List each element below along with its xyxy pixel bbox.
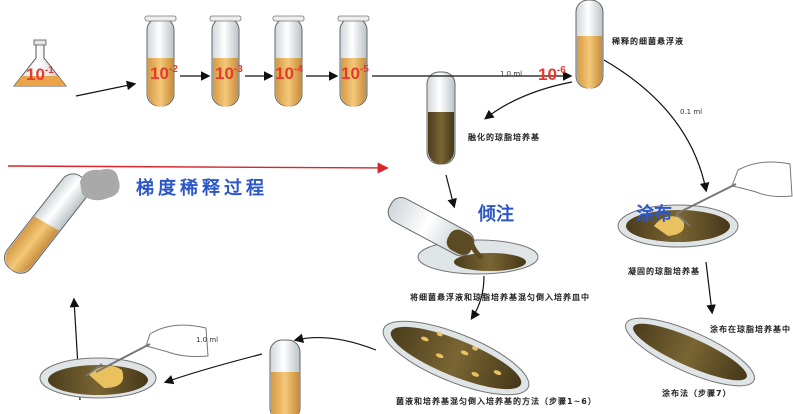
inoculated-slant-tube [3, 169, 120, 274]
spread-plate-scene [617, 161, 793, 248]
caption-spread-on-agar: 涂布在琼脂培养基中 [710, 325, 791, 334]
melted-agar-tube [426, 71, 456, 165]
dilution-tube-2 [209, 15, 242, 107]
caption-pour-method: 菌液和培养基混匀倒入培养基的方法（步骤1~6） [396, 397, 597, 406]
red-process-arrow [7, 162, 389, 174]
flask [12, 39, 68, 87]
transfer-arrows [69, 59, 716, 401]
spread-label: 涂布 [636, 204, 672, 225]
caption-spread-method: 涂布法（步骤7） [662, 389, 732, 398]
tube-4-dilution-label: 10-5 [341, 64, 369, 83]
pour-mixing-plate [382, 320, 530, 396]
volume-label-bottom: 1.0 ml [196, 336, 219, 344]
tube-2-dilution-label: 10-3 [215, 64, 243, 83]
tube-3-dilution-label: 10-4 [275, 64, 303, 83]
spread-method-plate [625, 317, 755, 387]
caption-pour-mix: 将细菌悬浮液和琼脂培养基混匀倒入培养皿中 [410, 293, 590, 302]
caption-diluted-suspension: 稀释的细菌悬浮液 [612, 37, 684, 46]
tube-5-dilution-label: 10-6 [538, 65, 566, 84]
volume-label-top: 1.0 ml [500, 70, 523, 78]
dilution-tube-5 [575, 0, 604, 89]
dilution-tube-3 [272, 15, 305, 107]
tube-1-dilution-label: 10-2 [150, 64, 178, 83]
caption-solidified-agar: 凝固的琼脂培养基 [628, 267, 700, 276]
caption-melted-agar: 融化的琼脂培养基 [468, 133, 540, 142]
volume-label-spread: 0.1 ml [680, 108, 703, 116]
dilution-tube-1 [144, 15, 177, 107]
gradient-dilution-label: 梯度稀释过程 [136, 178, 268, 199]
pour-label: 倾注 [478, 204, 514, 225]
pour-plate-scene [387, 197, 539, 275]
bottom-suspension-tube [269, 339, 301, 414]
bottom-left-plate-scene [39, 324, 209, 399]
dilution-tube-4 [337, 15, 370, 107]
flask-dilution-label: 10-1 [26, 65, 54, 84]
